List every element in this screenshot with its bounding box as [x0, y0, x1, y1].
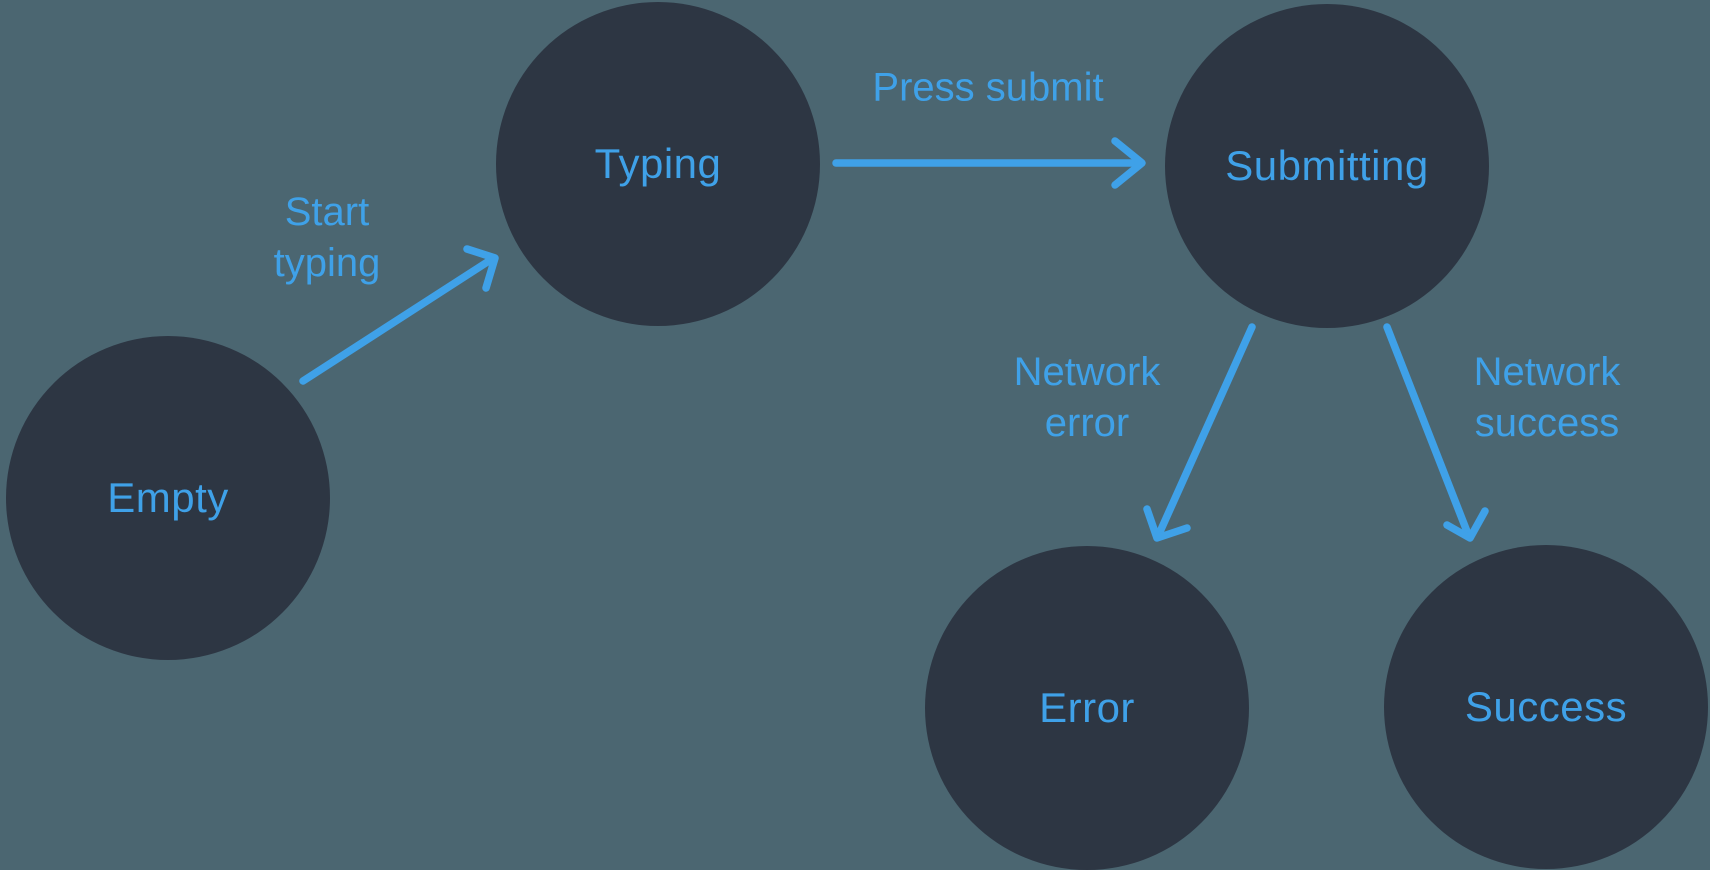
arrow-press-submit-head-icon — [1111, 137, 1146, 189]
arrow-press-submit — [832, 137, 1146, 189]
arrow-start-typing — [299, 245, 499, 385]
arrow-start-typing-shaft — [299, 255, 496, 385]
edge-label-line: Network — [1473, 350, 1621, 394]
state-node-typing: Typing — [496, 2, 820, 326]
state-label-typing: Typing — [594, 140, 722, 187]
arrow-network-error-head-icon — [1143, 505, 1191, 542]
state-label-success: Success — [1464, 683, 1628, 730]
edge-label-line: Network — [1013, 350, 1161, 394]
edge-label-line: success — [1474, 401, 1620, 445]
arrow-start-typing-head-icon — [463, 245, 499, 292]
state-node-error: Error — [925, 546, 1249, 870]
edge-label-line: Start — [284, 190, 370, 234]
arrow-network-success-head-icon — [1443, 507, 1489, 542]
arrow-network-success — [1383, 323, 1489, 542]
state-node-success: Success — [1384, 545, 1708, 869]
state-node-empty: Empty — [6, 336, 330, 660]
state-label-empty: Empty — [107, 474, 229, 521]
arrow-network-error — [1143, 323, 1256, 542]
edge-label-line: Press submit — [872, 65, 1104, 110]
state-node-submitting: Submitting — [1165, 4, 1489, 328]
arrow-network-success-shaft — [1383, 323, 1472, 538]
state-label-error: Error — [1039, 684, 1135, 731]
edge-label-line: typing — [273, 241, 381, 285]
arrow-network-error-shaft — [1155, 323, 1256, 538]
edge-label-network-success: Network success — [1474, 347, 1621, 449]
edge-label-line: error — [1044, 401, 1130, 445]
edge-label-press-submit: Press submit — [872, 63, 1103, 114]
edge-label-start-typing: Start typing — [274, 187, 381, 289]
state-label-submitting: Submitting — [1225, 142, 1429, 189]
edge-label-network-error: Network error — [1014, 347, 1161, 449]
